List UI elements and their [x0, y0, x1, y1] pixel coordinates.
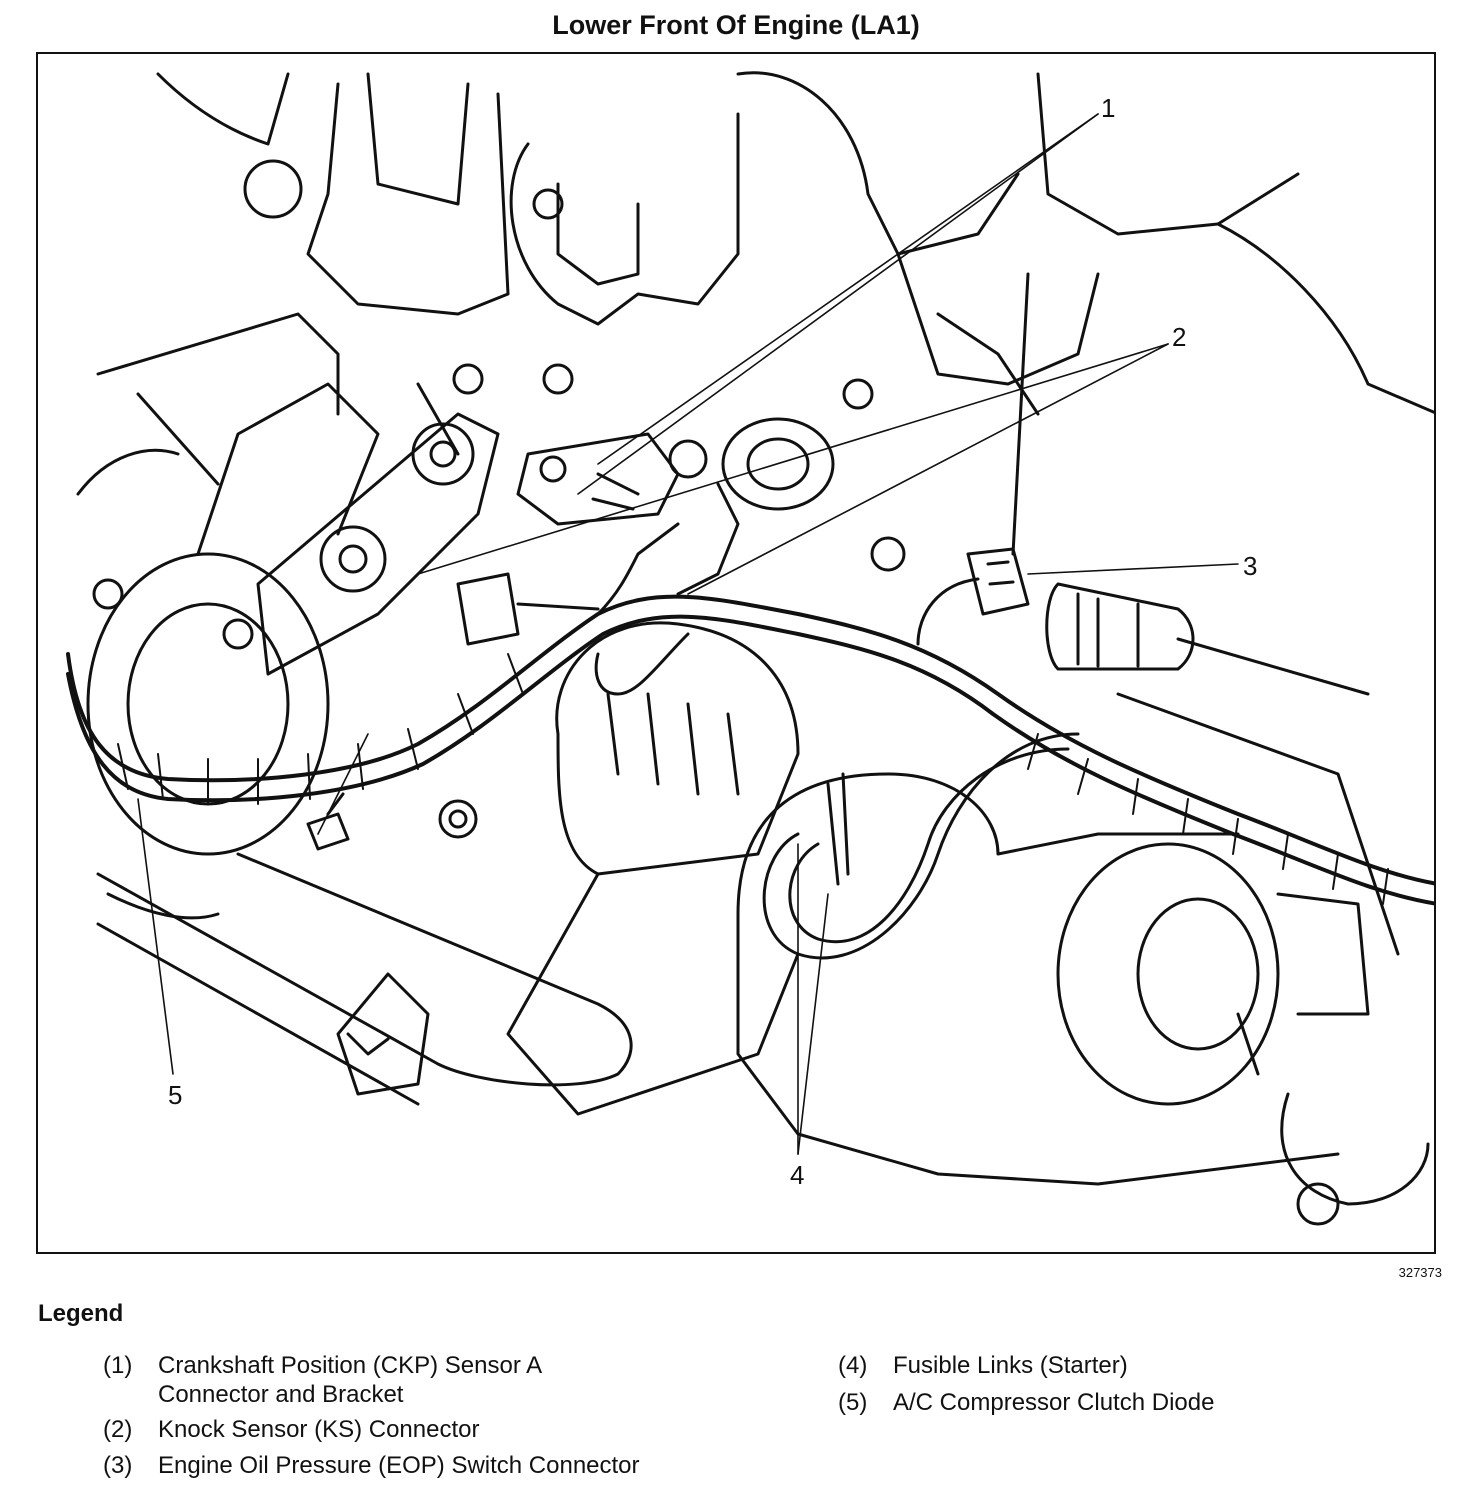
- leader-2: [687, 343, 1169, 595]
- legend-item-number: (1): [103, 1352, 133, 1379]
- legend-item-line: Connector and Bracket: [158, 1381, 404, 1408]
- compressor-bracket: [256, 412, 500, 676]
- starter-motor: [736, 772, 1240, 916]
- engine-block-outline: [156, 72, 290, 146]
- legend-item-text: A/C Compressor Clutch Diode: [893, 1389, 1215, 1416]
- oil-filter: [555, 621, 800, 876]
- callout-1: 1: [1101, 93, 1115, 123]
- ac-diode: [306, 812, 350, 851]
- figure-id: 327373: [1398, 1265, 1442, 1280]
- legend-item-number: (3): [103, 1452, 133, 1479]
- callout-leaders: [137, 113, 1239, 1155]
- wiring-harness-main: [66, 594, 1434, 886]
- callout-3: 3: [1243, 551, 1257, 581]
- engine-line-drawing: 1 2 3 4 5: [66, 71, 1434, 1226]
- legend-item-number: (4): [838, 1352, 868, 1379]
- bolt-left-a: [92, 578, 124, 610]
- bolt-top-right: [842, 378, 874, 410]
- oil-pressure-switch: [721, 417, 835, 511]
- starter-solenoid-end: [1056, 842, 1280, 1106]
- callout-2: 2: [1172, 322, 1186, 352]
- bolt-left-b: [222, 618, 254, 650]
- legend-item-text: Fusible Links (Starter): [893, 1352, 1128, 1379]
- legend-item-line: Crankshaft Position (CKP) Sensor A: [158, 1352, 543, 1379]
- callout-4: 4: [790, 1160, 804, 1190]
- lower-clamp: [336, 972, 430, 1096]
- ks-connector: [456, 572, 520, 646]
- legend-item-number: (2): [103, 1416, 133, 1443]
- callout-5: 5: [168, 1080, 182, 1110]
- leader-5: [137, 798, 174, 1075]
- bolt-lower: [438, 799, 478, 839]
- lower-tube: [96, 852, 633, 1087]
- legend-item-text: Crankshaft Position (CKP) Sensor A Conne…: [158, 1351, 542, 1409]
- legend-item-number: (5): [838, 1389, 868, 1416]
- diagram-title: Lower Front Of Engine (LA1): [552, 10, 920, 40]
- legend-item-text: Knock Sensor (KS) Connector: [158, 1416, 480, 1443]
- legend-item-text: Engine Oil Pressure (EOP) Switch Connect…: [158, 1452, 640, 1479]
- legend-heading: Legend: [38, 1300, 124, 1327]
- leader-3: [1027, 563, 1239, 575]
- eop-connector: [966, 547, 1030, 616]
- leader-1: [597, 113, 1099, 465]
- ckp-bracket: [516, 432, 680, 526]
- bolt-center: [870, 536, 906, 572]
- bolt-top-left: [532, 188, 564, 220]
- compressor-pulley: [86, 552, 330, 856]
- engine-illustration-frame: 1 2 3 4 5: [36, 52, 1436, 1254]
- eop-sender: [1045, 582, 1195, 671]
